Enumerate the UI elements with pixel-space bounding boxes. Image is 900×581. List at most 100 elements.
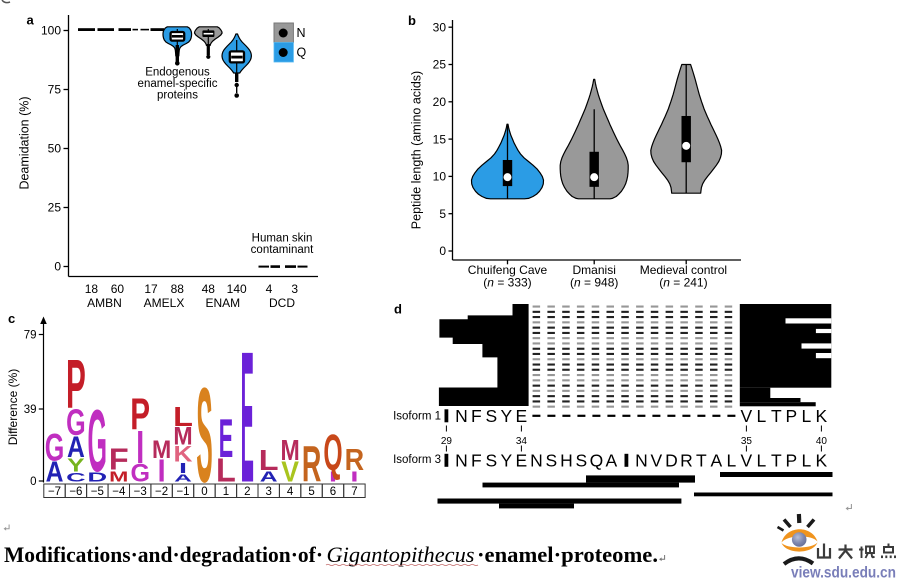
svg-text:L: L <box>727 451 737 471</box>
svg-text:a: a <box>27 13 35 28</box>
svg-text:proteins: proteins <box>157 90 198 102</box>
svg-text:E: E <box>516 451 528 471</box>
svg-text:H: H <box>560 451 573 471</box>
svg-text:A: A <box>606 451 618 471</box>
svg-text:V: V <box>281 455 299 487</box>
svg-text:K: K <box>174 442 193 467</box>
svg-text:A: A <box>260 469 278 485</box>
svg-text:18: 18 <box>85 282 99 296</box>
svg-text:N: N <box>297 26 306 40</box>
svg-text:−1: −1 <box>176 486 189 498</box>
svg-text:D: D <box>665 451 678 471</box>
svg-text:F: F <box>109 442 129 476</box>
svg-text:1: 1 <box>223 486 229 498</box>
svg-text:Modifications·and·degradation·: Modifications·and·degradation·of· <box>4 542 323 567</box>
svg-text:R: R <box>302 435 322 493</box>
svg-text:Medieval control: Medieval control <box>640 263 727 277</box>
svg-text:A: A <box>67 430 85 464</box>
svg-text:R: R <box>680 451 693 471</box>
svg-text:F: F <box>471 451 482 471</box>
svg-text:M: M <box>173 423 192 451</box>
svg-text:Y: Y <box>67 454 84 475</box>
svg-text:K: K <box>816 451 828 471</box>
svg-text:0: 0 <box>201 486 207 498</box>
svg-text:N: N <box>455 451 468 471</box>
svg-text:Dmanisi: Dmanisi <box>573 263 616 277</box>
svg-text:Q: Q <box>323 423 342 482</box>
svg-text:Gigantopithecus: Gigantopithecus <box>327 542 475 567</box>
svg-text:35: 35 <box>741 436 753 447</box>
svg-text:−3: −3 <box>134 486 147 498</box>
svg-text:Human skin: Human skin <box>252 233 313 245</box>
svg-text:M: M <box>152 436 171 464</box>
svg-text:R: R <box>345 444 365 478</box>
svg-text:L: L <box>802 406 812 426</box>
svg-text:V: V <box>741 451 753 471</box>
svg-text:G: G <box>66 401 86 443</box>
svg-text:AMBN: AMBN <box>87 296 122 310</box>
svg-text:50: 50 <box>48 142 62 156</box>
svg-text:140: 140 <box>227 282 247 296</box>
svg-text:Peptide length (amino acids): Peptide length (amino acids) <box>410 71 424 229</box>
svg-text:M: M <box>109 468 128 485</box>
svg-text:(n = 241): (n = 241) <box>659 276 707 290</box>
svg-text:−6: −6 <box>69 486 82 498</box>
svg-text:ENAM: ENAM <box>205 296 240 310</box>
svg-text:A: A <box>174 472 192 483</box>
svg-text:E: E <box>241 314 254 522</box>
svg-text:5: 5 <box>439 207 446 221</box>
svg-text:N: N <box>635 451 648 471</box>
svg-text:5: 5 <box>308 486 314 498</box>
svg-text:N: N <box>530 451 543 471</box>
svg-text:40: 40 <box>816 436 828 447</box>
svg-text:L: L <box>259 444 279 477</box>
svg-text:b: b <box>408 13 416 28</box>
svg-text:P: P <box>66 347 86 424</box>
svg-text:S: S <box>546 451 558 471</box>
svg-text:Y: Y <box>501 451 513 471</box>
svg-text:E: E <box>219 408 233 468</box>
svg-text:G: G <box>130 461 150 488</box>
svg-text:P: P <box>786 406 798 426</box>
svg-text:S: S <box>196 359 212 511</box>
svg-text:P: P <box>786 451 798 471</box>
svg-text:Q: Q <box>297 46 307 60</box>
svg-text:K: K <box>816 406 828 426</box>
svg-text:2: 2 <box>244 486 250 498</box>
svg-text:79: 79 <box>24 330 37 342</box>
svg-text:−5: −5 <box>91 486 104 498</box>
svg-text:7: 7 <box>351 486 357 498</box>
svg-text:39: 39 <box>24 404 37 416</box>
svg-text:Endogenous: Endogenous <box>145 67 210 79</box>
svg-text:3: 3 <box>291 282 298 296</box>
svg-text:4: 4 <box>266 282 273 296</box>
svg-text:L: L <box>802 451 812 471</box>
svg-text:N: N <box>455 406 468 426</box>
svg-text:V: V <box>741 406 753 426</box>
svg-text:G: G <box>88 391 108 490</box>
svg-text:E: E <box>516 406 528 426</box>
svg-text:contaminant: contaminant <box>251 244 314 256</box>
svg-text:34: 34 <box>516 436 528 447</box>
svg-text:3: 3 <box>265 486 271 498</box>
svg-text:L: L <box>757 451 767 471</box>
svg-text:A: A <box>46 456 64 488</box>
svg-text:d: d <box>394 302 402 317</box>
svg-text:100: 100 <box>41 24 61 38</box>
svg-text:P: P <box>130 391 150 441</box>
svg-text:D: D <box>87 470 107 485</box>
svg-text:30: 30 <box>433 20 447 34</box>
svg-text:F: F <box>471 406 482 426</box>
svg-text:view.sdu.edu.cn: view.sdu.edu.cn <box>791 565 896 581</box>
svg-text:Isoform 3: Isoform 3 <box>393 454 441 466</box>
svg-text:Q: Q <box>590 451 604 471</box>
svg-text:Deamidation (%): Deamidation (%) <box>18 96 32 189</box>
svg-text:(n = 948): (n = 948) <box>570 276 618 290</box>
svg-text:S: S <box>486 451 498 471</box>
svg-text:0: 0 <box>439 244 446 258</box>
svg-text:M: M <box>280 433 299 466</box>
svg-text:15: 15 <box>433 132 447 146</box>
svg-text:enamel-specific: enamel-specific <box>138 78 218 90</box>
svg-text:L: L <box>216 451 236 489</box>
svg-text:V: V <box>651 451 663 471</box>
